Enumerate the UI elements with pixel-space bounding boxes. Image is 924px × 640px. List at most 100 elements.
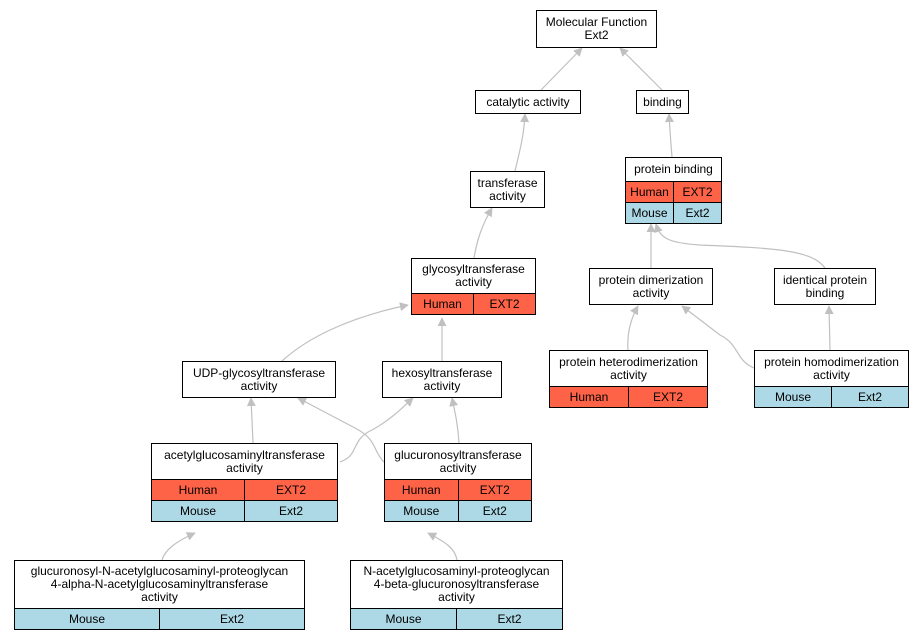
node-title-line: binding [805, 285, 845, 300]
annotation-row-human: Human EXT2 [550, 386, 707, 407]
species-cell: Mouse [403, 504, 440, 518]
species-cell: Human [630, 185, 669, 199]
species-cell: Human [178, 483, 218, 497]
node-title-line: 4-beta-glucuronosyltransferase [373, 577, 540, 591]
node-title-line: glycosyltransferase [422, 262, 525, 276]
node-title-line: protein heterodimerization [559, 354, 698, 369]
gene-cell: Ext2 [244, 501, 337, 521]
annotation-row-human: Human EXT2 [626, 181, 721, 202]
annotation-row-human: Human EXT2 [412, 293, 535, 314]
gene-cell: EXT2 [628, 387, 707, 407]
node-title-line: protein dimerization [598, 272, 704, 287]
species-cell: Mouse [774, 390, 812, 404]
gene-cell: Ext2 [456, 609, 562, 629]
node-title-line: activity [438, 590, 475, 604]
node-title-line: binding [643, 94, 682, 109]
annotation-row-mouse: Mouse Ext2 [385, 500, 531, 521]
node-title-line: acetylglucosaminyltransferase [164, 447, 325, 462]
edge-glucuronosyl-to-hexosyl [449, 397, 460, 444]
species-cell: Mouse [179, 504, 217, 518]
node-title-line: hexosyltransferase [391, 365, 493, 380]
species-cell: Human [423, 297, 462, 311]
gene-cell: Ext2 [673, 203, 721, 223]
species-cell: Mouse [68, 612, 106, 626]
node-title-line: protein homodimerization [764, 354, 899, 369]
node-title: protein binding [626, 158, 721, 181]
edge-homodimerization-to-dimerization [681, 305, 755, 369]
node-binding: binding [636, 90, 689, 114]
node-title-line: Ext2 [584, 28, 609, 42]
node-title-line: Molecular Function [545, 15, 648, 29]
edge-alpha-to-acetylglucosaminyl [161, 532, 196, 561]
node-title-line: activity [489, 188, 526, 203]
edge-glycosyltransferase-to-transferase [473, 207, 493, 259]
node-title: catalytic activity [476, 91, 580, 113]
edge-beta-to-glucuronosyl [427, 532, 458, 561]
gene-cell: EXT2 [473, 294, 535, 314]
edge-acetylglucosaminyl-to-udp [246, 397, 256, 444]
annotation-row-mouse: Mouse Ext2 [755, 386, 908, 407]
node-glucuronosyl-4-alpha-activity: glucuronosyl-N-acetylglucosaminyl-proteo… [14, 560, 305, 630]
annotation-row-human: Human EXT2 [152, 479, 337, 500]
node-title-line: identical protein [782, 272, 868, 287]
annotation-row-human: Human EXT2 [385, 479, 531, 500]
node-title-line: glucuronosyltransferase [394, 447, 522, 462]
annotation-row-mouse: Mouse Ext2 [152, 500, 337, 521]
node-title-line: activity [610, 367, 647, 382]
edge-acetylglucosaminyl-to-hexosyl [339, 397, 414, 463]
node-title-line: activity [240, 378, 278, 393]
gene-cell: Ext2 [831, 387, 908, 407]
node-title-line: activity [423, 378, 461, 393]
node-title-line: glucuronosyl-N-acetylglucosaminyl-proteo… [30, 564, 289, 578]
edge-glucuronosyl-to-udp [297, 397, 385, 463]
edge-binding-to-molecular-function [619, 47, 663, 91]
edge-homodimerization-to-identical [824, 305, 834, 351]
gene-cell: EXT2 [673, 182, 721, 202]
edge-protein-binding-to-binding [664, 113, 674, 158]
node-title-line: protein binding [634, 162, 713, 176]
node-title-line: activity [455, 275, 492, 289]
gene-cell: Ext2 [457, 501, 532, 521]
species-cell: Human [569, 390, 609, 404]
edge-transferase-to-catalytic [514, 113, 530, 172]
node-title-line: transferase [477, 175, 538, 190]
node-title-line: 4-alpha-N-acetylglucosaminyltransferase [50, 577, 269, 591]
gene-cell: Ext2 [159, 609, 304, 629]
node-title: binding [637, 91, 688, 113]
gene-cell: EXT2 [244, 480, 337, 500]
species-cell: Mouse [385, 612, 422, 626]
species-cell: Human [401, 483, 441, 497]
node-title-line: UDP-glycosyltransferase [192, 365, 326, 380]
edge-catalytic-to-molecular-function [540, 47, 583, 91]
edge-udp-to-glycosyltransferase [281, 302, 409, 362]
edge-identical-to-protein-binding [653, 223, 826, 269]
node-title-line: N-acetylglucosaminyl-proteoglycan [363, 564, 550, 578]
node-title-line: activity [141, 590, 178, 604]
gene-cell: EXT2 [457, 480, 532, 500]
